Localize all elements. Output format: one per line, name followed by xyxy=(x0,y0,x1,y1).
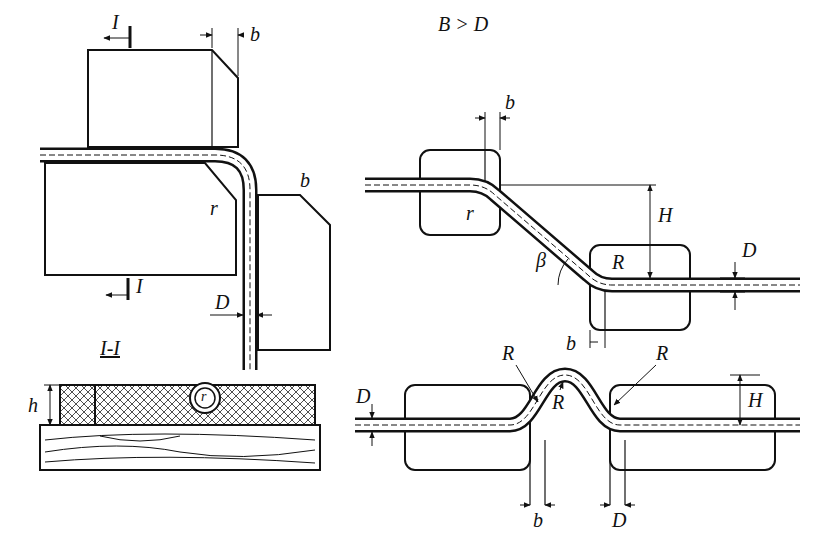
dimension-label: r xyxy=(210,198,218,218)
dimension-label: R xyxy=(552,392,564,412)
dimension-label: H xyxy=(658,205,672,225)
dimension-label: B > D xyxy=(438,14,488,34)
dimension-label: R xyxy=(612,252,624,272)
dimension-label: I-I xyxy=(100,338,120,358)
dimension-label: R xyxy=(656,343,668,363)
dimension-label: D xyxy=(742,240,756,260)
dimension-label: b xyxy=(250,24,260,44)
dimension-label: r xyxy=(201,390,206,404)
dimension-label: R xyxy=(502,343,514,363)
dimension-label: H xyxy=(748,390,762,410)
dimension-label: b xyxy=(566,333,576,353)
dimension-label: D xyxy=(612,510,626,530)
dimension-label: b xyxy=(300,170,310,190)
dimension-label: D xyxy=(215,292,229,312)
dimension-label: r xyxy=(466,203,474,223)
dimension-label: D xyxy=(356,386,370,406)
dimension-label: h xyxy=(28,395,38,415)
dimension-label: β xyxy=(536,250,546,270)
dimension-label: I xyxy=(112,12,119,32)
dimension-label: b xyxy=(533,510,543,530)
dimension-label: b xyxy=(505,92,515,112)
dimension-label: I xyxy=(136,276,143,296)
